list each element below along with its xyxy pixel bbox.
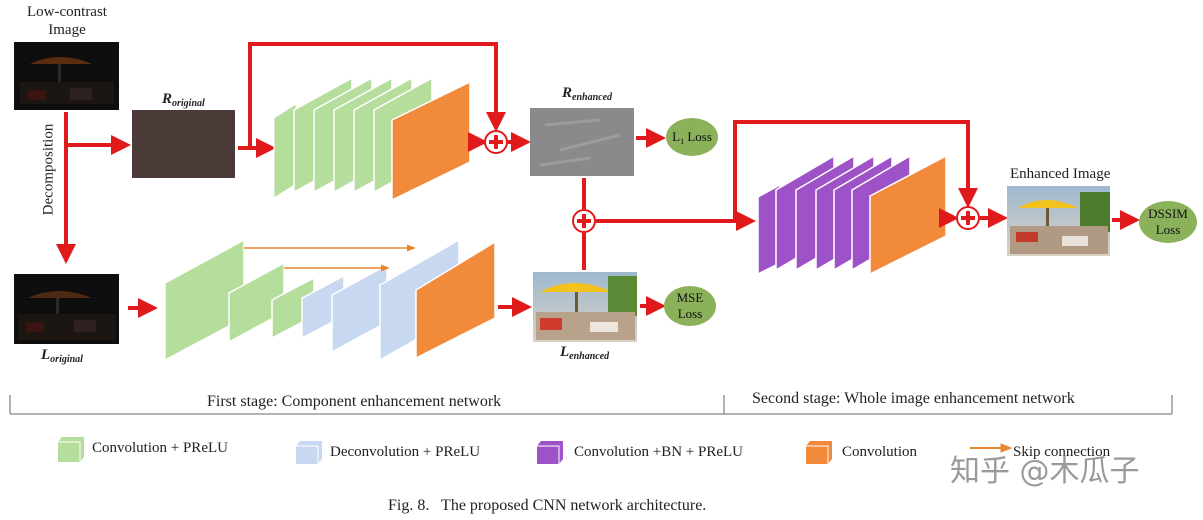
legend-conv-prelu: Convolution + PReLU — [92, 440, 228, 456]
decomposition-label: Decomposition — [40, 123, 57, 216]
dssim-loss-label: DSSIM Loss — [1148, 206, 1188, 237]
stage2-conv-stack — [757, 154, 947, 276]
enhanced-image-label: Enhanced Image — [1010, 166, 1111, 182]
r-residual-connection — [248, 42, 506, 148]
watermark: 知乎 @木瓜子 — [950, 454, 1140, 489]
r-original-map — [132, 110, 235, 178]
mse-loss-label: MSE Loss — [676, 290, 704, 321]
legend-convolution: Convolution — [842, 444, 918, 460]
l1-loss-label: L1 Loss — [672, 129, 712, 146]
decomposition-label-wrap: Decomposition — [40, 95, 60, 245]
final-add-node — [956, 206, 980, 230]
legend-deconv-prelu: Deconvolution + PReLU — [330, 444, 481, 460]
l1-loss-node — [666, 118, 718, 156]
legend-skip-connection: Skip connection — [1013, 444, 1111, 460]
l-enhanced-map — [533, 272, 637, 342]
stage-brackets — [9, 395, 1173, 415]
input-image-title: Low-contrast Image — [27, 4, 107, 38]
low-contrast-image — [14, 42, 119, 110]
dssim-loss-node — [1139, 201, 1197, 243]
stage1-label: First stage: Component enhancement netwo… — [207, 393, 502, 410]
decomposition-arrows — [56, 112, 131, 264]
l-original-map — [14, 274, 119, 344]
r-enhanced-map — [530, 108, 634, 176]
figure-caption: Fig. 8. The proposed CNN network archite… — [388, 497, 707, 514]
stage2-label: Second stage: Whole image enhancement ne… — [752, 390, 1075, 407]
stage2-residual-connection — [733, 120, 978, 221]
mse-loss-node — [664, 286, 716, 326]
legend-swatches — [58, 437, 1013, 464]
enhanced-image — [1007, 186, 1110, 256]
legend-conv-bn-prelu: Convolution +BN + PReLU — [574, 444, 744, 460]
r-conv-stack — [273, 76, 471, 202]
l-encoder-decoder-stack — [164, 238, 496, 362]
l-original-label: Loriginal — [41, 347, 83, 365]
r-add-node — [484, 130, 508, 154]
r-enhanced-label: Renhanced — [562, 85, 613, 103]
merge-add-node — [572, 209, 596, 233]
l-enhanced-label: Lenhanced — [560, 344, 610, 362]
r-original-label: Roriginal — [162, 91, 205, 109]
skip-connections — [244, 244, 416, 272]
